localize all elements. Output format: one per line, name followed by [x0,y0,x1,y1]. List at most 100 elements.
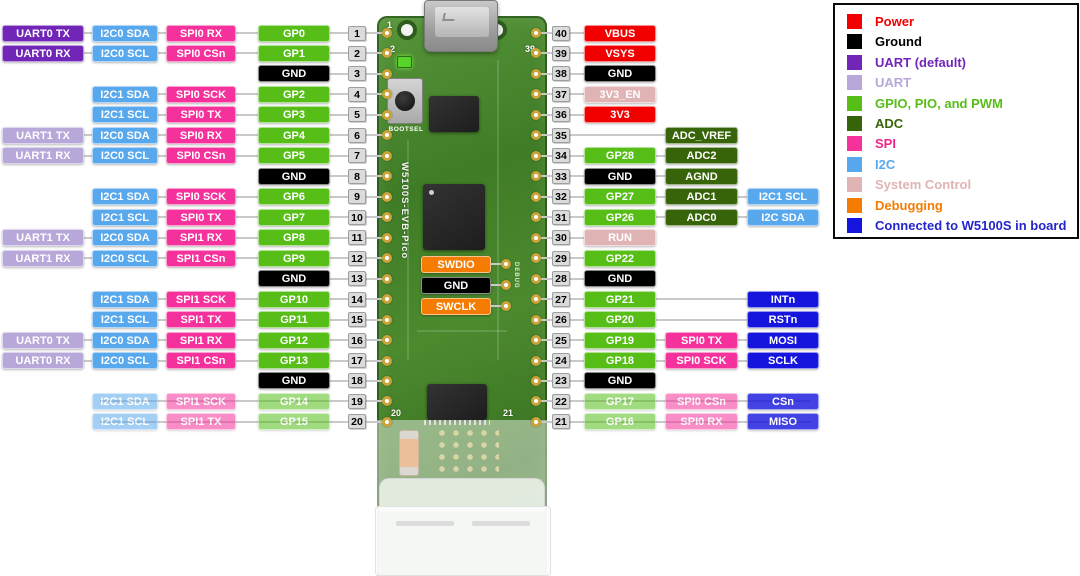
pin-function-label: INTn [747,290,819,308]
pin-number: 24 [552,353,570,369]
pin-function-label: GP7 [258,208,330,226]
solder-pad [382,171,392,182]
legend-swatch-spi [847,136,862,152]
pin-number: 19 [348,393,366,409]
pin-number: 20 [348,414,366,430]
pin-function-label: GND [258,167,330,185]
legend-swatch-uart [847,75,862,91]
legend-label: Debugging [875,197,943,213]
pin-function-label: GP2 [258,85,330,103]
pin-number: 23 [552,373,570,389]
solder-pad [382,48,392,59]
pin-function-label: SPI0 CSn [166,147,236,165]
pin-function-label: I2C0 SDA [92,24,158,42]
legend-label: UART (default) [875,54,966,70]
pin-function-label: GP5 [258,147,330,165]
pin-function-label: GND [584,167,656,185]
pin-number: 12 [348,250,366,266]
pin-number: 38 [552,66,570,82]
debug-pad [501,280,511,290]
pin-function-label: GP11 [258,311,330,329]
pin-number: 29 [552,250,570,266]
pin-function-label: I2C0 SCL [92,44,158,62]
pin-function-label: GP10 [258,290,330,308]
pin-number: 28 [552,271,570,287]
connector-wire [100,93,388,96]
pin-function-label: SPI0 CSn [166,44,236,62]
pin-function-label: CSn [747,392,819,410]
pin-number: 27 [552,291,570,307]
pin-number: 18 [348,373,366,389]
solder-pad [531,212,541,223]
pin-function-label: ADC2 [665,147,738,165]
pin-function-label: UART0 RX [2,44,84,62]
legend-swatch-uart_default [847,54,862,70]
solder-pad [382,416,392,427]
legend-label: UART [875,75,912,91]
pin-function-label: GND [258,270,330,288]
legend-swatch-ground [847,34,862,50]
rp2040-chip [423,184,485,250]
pin-function-label: SPI0 RX [665,413,738,431]
pin-function-label: SPI0 SCK [665,352,738,370]
legend-swatch-w5100s [847,218,862,233]
solder-pad [382,109,392,120]
pin-function-label: GP19 [584,331,656,349]
swdio-label: SWDIO [421,256,491,273]
pin-number: 36 [552,107,570,123]
solder-pad [531,355,541,366]
pin-function-label: I2C1 SCL [92,208,158,226]
pin-function-label: SCLK [747,352,819,370]
connector-wire [540,134,730,137]
pin-function-label: I2C SDA [747,208,819,226]
pin-number: 16 [348,332,366,348]
solder-pad [382,335,392,346]
pin-function-label: GP3 [258,106,330,124]
pin-function-label: SPI1 CSn [166,249,236,267]
connector-wire [100,113,388,116]
pin-function-label: I2C1 SDA [92,85,158,103]
silkscreen-pin2: 2 [390,44,396,54]
pin-function-label: UART0 RX [2,352,84,370]
pin-function-label: GP27 [584,188,656,206]
swd-gnd-label: GND [421,277,491,294]
solder-pad [382,212,392,223]
pin-function-label: I2C0 SCL [92,249,158,267]
solder-pad [531,68,541,79]
pin-function-label: SPI0 RX [166,24,236,42]
connector-wire [100,298,388,301]
debug-silkscreen: DEBUG [513,262,519,289]
pin-function-label: GP6 [258,188,330,206]
solder-pad [531,375,541,386]
pin-number: 4 [348,86,366,102]
pin-function-label: GP13 [258,352,330,370]
pin-function-label: UART1 TX [2,229,84,247]
pin-number: 15 [348,312,366,328]
pin-function-label: SPI1 SCK [166,290,236,308]
pin-function-label: I2C1 SCL [92,413,158,431]
board-name-silkscreen: W5100S-EVB-Pico [399,162,410,260]
pin-function-label: I2C0 SDA [92,229,158,247]
pcb-trace [497,60,499,360]
pin-function-label: ADC1 [665,188,738,206]
pin-function-label: ADC_VREF [665,126,738,144]
debug-wire [491,263,503,265]
bootsel-button-cap [395,91,415,111]
solder-pad [531,335,541,346]
solder-pad [531,253,541,264]
pin-number: 1 [348,25,366,41]
pin-number: 13 [348,271,366,287]
pin-number: 37 [552,86,570,102]
pin-function-label: GP12 [258,331,330,349]
pin-function-label: GND [584,372,656,390]
pin-number: 9 [348,189,366,205]
legend-label: Power [875,14,915,29]
legend-swatch-debug [847,197,862,213]
pin-number: 40 [552,25,570,41]
solder-pad [531,109,541,120]
pin-number: 10 [348,209,366,225]
pin-function-label: ADC0 [665,208,738,226]
usb-connector [424,0,498,52]
ethernet-phy-chip [424,384,490,425]
silkscreen-pin20: 20 [391,408,402,418]
